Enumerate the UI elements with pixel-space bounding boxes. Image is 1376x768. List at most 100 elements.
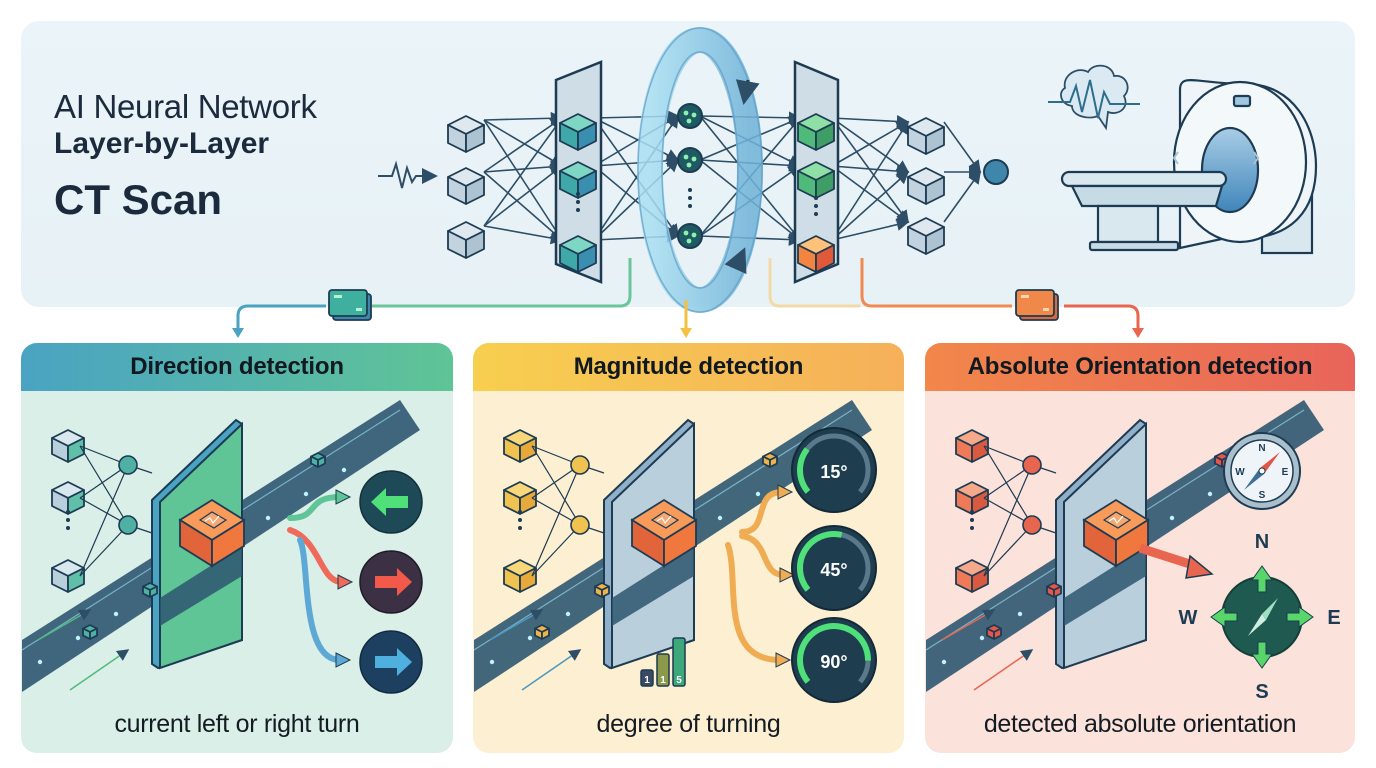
beam-particle: [75, 635, 81, 641]
gauge-fill: [797, 531, 843, 592]
beam-particle: [265, 515, 271, 521]
connection-line: [831, 164, 910, 178]
ellipsis-dot: [688, 196, 692, 200]
ellipsis-dot: [970, 510, 974, 514]
ellipsis-dot: [66, 526, 70, 530]
ellipsis-dot: [518, 510, 522, 514]
bar-1: [640, 669, 654, 687]
final-cube-node: [907, 117, 945, 155]
data-chip: [534, 624, 550, 640]
compass-large-e: E: [1327, 607, 1340, 629]
card-cube-node: [955, 559, 989, 593]
ellipsis-dot: [576, 208, 580, 212]
card-title: Absolute Orientation detection: [925, 343, 1355, 391]
data-chip-orange-icon: [1015, 289, 1059, 321]
beam-particle: [979, 635, 985, 641]
arrow-head-left: [232, 328, 244, 338]
connection-line: [483, 225, 564, 245]
card-cube-node: [51, 429, 85, 463]
card-neuron: [1022, 455, 1042, 475]
beam-particle: [489, 659, 495, 665]
chart-glyph-icon: [656, 515, 672, 525]
connector-right: [768, 258, 1144, 338]
gauge-45deg: 45°: [791, 525, 877, 611]
card-connection: [79, 524, 129, 577]
card-connection: [983, 445, 1033, 526]
hidden-cube-node: [559, 235, 597, 273]
ct-scanner-icon: [1060, 79, 1318, 255]
title-line-2: Layer-by-Layer: [54, 127, 270, 160]
gauge-fill: [797, 447, 811, 494]
card-connection: [79, 464, 129, 577]
card-neuron: [118, 455, 138, 475]
gauge-face: [791, 525, 877, 611]
input-arrow: [37, 609, 92, 641]
card-scene: [473, 400, 872, 692]
ellipsis-dot: [688, 188, 692, 192]
card-cube-node: [503, 559, 537, 593]
gauge-face: [791, 427, 877, 513]
data-chip: [142, 582, 158, 598]
card-caption: current left or right turn: [114, 710, 360, 738]
ellipsis-dot: [814, 196, 818, 200]
card-neuron: [570, 455, 590, 475]
title-line-3: CT Scan: [54, 176, 223, 223]
connection-line: [831, 218, 910, 241]
card-connection: [983, 524, 1033, 577]
beam-particle: [1207, 491, 1213, 497]
brain-wave-icon: [1048, 64, 1140, 131]
data-chip: [986, 624, 1002, 640]
ellipsis-dot: [688, 204, 692, 208]
connection-line: [483, 117, 564, 173]
beam-particle: [303, 491, 309, 497]
connection-line: [483, 171, 564, 242]
compass-small-w: W: [1235, 467, 1245, 478]
beam-particle: [1017, 611, 1023, 617]
connection-line: [831, 120, 909, 241]
ellipsis-dot: [970, 518, 974, 522]
ellipsis-dot: [970, 526, 974, 530]
connection-line: [483, 165, 564, 227]
final-cube-node: [907, 167, 945, 205]
input-arrow: [69, 649, 130, 691]
neural-network-diagram: [232, 27, 1318, 338]
compass-small-e: E: [1282, 467, 1289, 478]
connection-line: [483, 119, 564, 167]
connection-line: [831, 117, 909, 224]
scan-node: [677, 223, 703, 249]
ellipsis-dot: [576, 192, 580, 196]
card-caption: degree of turning: [596, 710, 781, 738]
connection-line: [831, 117, 910, 173]
final-cube-node: [907, 217, 945, 255]
card-cube-node: [503, 429, 537, 463]
connection-line: [831, 165, 910, 223]
card-neuron: [118, 515, 138, 535]
title-line-1: AI Neural Network: [54, 88, 317, 125]
beam-particle: [565, 611, 571, 617]
scan-ring: [637, 27, 763, 313]
input-cube-node: [447, 221, 485, 259]
connection-line: [593, 158, 680, 241]
processor-cube: [178, 498, 246, 568]
input-arrow: [521, 649, 582, 691]
ellipsis-dot: [576, 200, 580, 204]
beam-particle: [941, 659, 947, 665]
ellipsis-dot: [66, 518, 70, 522]
connection-line: [483, 116, 563, 227]
card-cube-node: [955, 429, 989, 463]
beam-particle: [717, 515, 723, 521]
gauge-15deg: 15°: [791, 427, 877, 513]
arrow-right-red-icon: [359, 550, 423, 614]
card-neuron: [1022, 515, 1042, 535]
card-title: Magnitude detection: [473, 343, 904, 391]
ellipsis-dot: [814, 204, 818, 208]
data-beam-front: [1064, 546, 1146, 626]
processor-cube: [1082, 498, 1150, 568]
compass-large-w: W: [1179, 607, 1198, 629]
data-beam-front: [160, 546, 242, 626]
ellipsis-dot: [518, 518, 522, 522]
card-caption: detected absolute orientation: [983, 710, 1297, 738]
connection-line: [483, 160, 564, 174]
